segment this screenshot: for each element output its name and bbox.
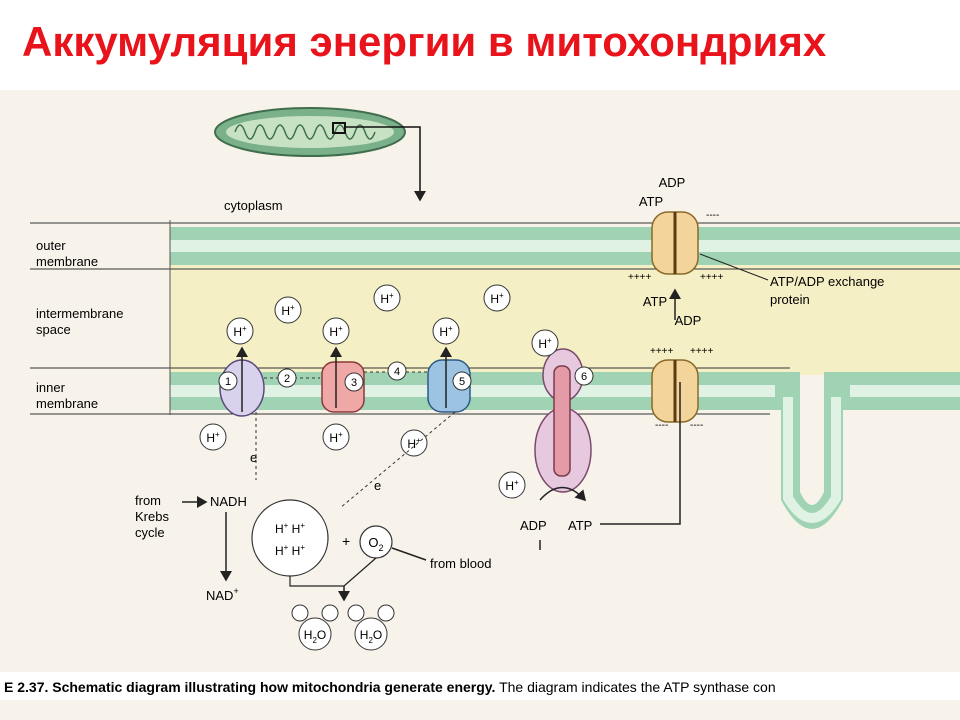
svg-text:H+: H+ xyxy=(329,324,343,339)
complex-number: 6 xyxy=(581,371,587,383)
proton-lower: H+ xyxy=(322,423,350,451)
water-combine-line xyxy=(289,557,377,587)
svg-text:H+: H+ xyxy=(490,291,504,306)
svg-text:H+: H+ xyxy=(380,291,394,306)
adp-mid: ADP xyxy=(675,313,702,328)
nad-label: NAD+ xyxy=(206,586,239,603)
charge-plus: ++++ xyxy=(700,272,724,283)
complex-1: 1 xyxy=(218,346,265,417)
mitochondria-diagram: cytoplasm outer membrane intermembrane s… xyxy=(0,90,960,720)
cytoplasm-label: cytoplasm xyxy=(224,198,283,213)
exchange-protein-inner xyxy=(651,359,699,423)
oxygen: O2 xyxy=(359,525,393,559)
atp-top: ATP xyxy=(639,194,663,209)
atp-export-line xyxy=(600,382,681,525)
synthase-rotation-arrow xyxy=(539,486,587,502)
svg-text:H+: H+ xyxy=(206,430,220,445)
charge-minus: ---- xyxy=(706,210,719,221)
water-molecule: H2O xyxy=(291,604,339,651)
mitochondrion-illustration xyxy=(214,107,426,202)
svg-text:H+: H+ xyxy=(281,303,295,318)
svg-text:O2: O2 xyxy=(368,535,383,553)
intermembrane-label-2: space xyxy=(36,322,71,337)
plus-sign: + xyxy=(342,533,350,549)
charge-plus: ++++ xyxy=(650,346,674,357)
inner-membrane-label-2: membrane xyxy=(36,396,98,411)
nadh-label: NADH xyxy=(210,494,247,509)
proton-upper: H+ xyxy=(432,317,460,345)
blood-arrow xyxy=(391,547,427,561)
charge-plus: ++++ xyxy=(690,346,714,357)
svg-text:H+: H+ xyxy=(505,478,519,493)
electron-label: e xyxy=(250,450,257,465)
from-krebs-1: from xyxy=(135,493,161,508)
svg-text:H+: H+ xyxy=(329,430,343,445)
proton-upper: H+ xyxy=(226,317,254,345)
from-krebs-2: Krebs xyxy=(135,509,169,524)
adp-top: ADP xyxy=(659,175,686,190)
adp-bottom: ADP xyxy=(520,518,547,533)
exchange-pointer xyxy=(699,253,769,281)
charge-plus: ++++ xyxy=(628,272,652,283)
atp-bottom: ATP xyxy=(568,518,592,533)
svg-text:H+ H+: H+ H+ xyxy=(275,543,305,558)
outer-membrane-label-2: membrane xyxy=(36,254,98,269)
svg-text:H+: H+ xyxy=(407,436,421,451)
proton-lower: H+ xyxy=(199,423,227,451)
complex-number: 2 xyxy=(284,373,290,385)
free-proton: H+ xyxy=(274,296,302,324)
carrier-2 xyxy=(277,368,297,388)
proton-lower: H+ xyxy=(400,429,428,457)
svg-text:H+: H+ xyxy=(439,324,453,339)
slide-title: Аккумуляция энергии в митохондриях xyxy=(22,18,827,65)
complex-number: 3 xyxy=(351,377,357,389)
svg-text:H+ H+: H+ H+ xyxy=(275,521,305,536)
svg-text:H+: H+ xyxy=(538,336,552,351)
free-proton: H+ xyxy=(373,284,401,312)
synthase-proton-upper: H+ xyxy=(531,329,559,357)
atp-synthase: 6 xyxy=(534,348,594,493)
outer-membrane xyxy=(30,222,960,270)
exchange-protein-outer xyxy=(651,211,699,275)
from-blood-label: from blood xyxy=(430,556,491,571)
complex-number: 5 xyxy=(459,376,465,388)
charge-minus: ---- xyxy=(690,420,703,431)
inner-membrane-label-1: inner xyxy=(36,380,66,395)
svg-text:H2O: H2O xyxy=(304,628,326,645)
complex-3: 3 xyxy=(321,346,365,413)
figure-caption: E 2.37. Schematic diagram illustrating h… xyxy=(4,679,776,695)
synthase-proton-lower: H+ xyxy=(498,471,526,499)
water-molecule: H2O xyxy=(347,604,395,651)
charge-minus: ---- xyxy=(655,420,668,431)
complex-number: 1 xyxy=(225,376,231,388)
svg-text:H+: H+ xyxy=(233,324,247,339)
proton-pool: H+ H+ H+ H+ xyxy=(251,499,329,577)
outer-membrane-label-1: outer xyxy=(36,238,66,253)
electron-path xyxy=(339,411,456,509)
exchange-label-2: protein xyxy=(770,292,810,307)
atp-mid: ATP xyxy=(643,294,667,309)
caption-bar xyxy=(0,672,960,700)
complex-number: 4 xyxy=(394,366,400,378)
free-proton: H+ xyxy=(483,284,511,312)
intermembrane-label-1: intermembrane xyxy=(36,306,123,321)
carrier-4 xyxy=(387,361,407,381)
complex-5: 5 xyxy=(427,346,472,413)
from-krebs-3: cycle xyxy=(135,525,165,540)
svg-text:H2O: H2O xyxy=(360,628,382,645)
proton-upper: H+ xyxy=(322,317,350,345)
exchange-label-1: ATP/ADP exchange xyxy=(770,274,884,289)
electron-label: e xyxy=(374,478,381,493)
